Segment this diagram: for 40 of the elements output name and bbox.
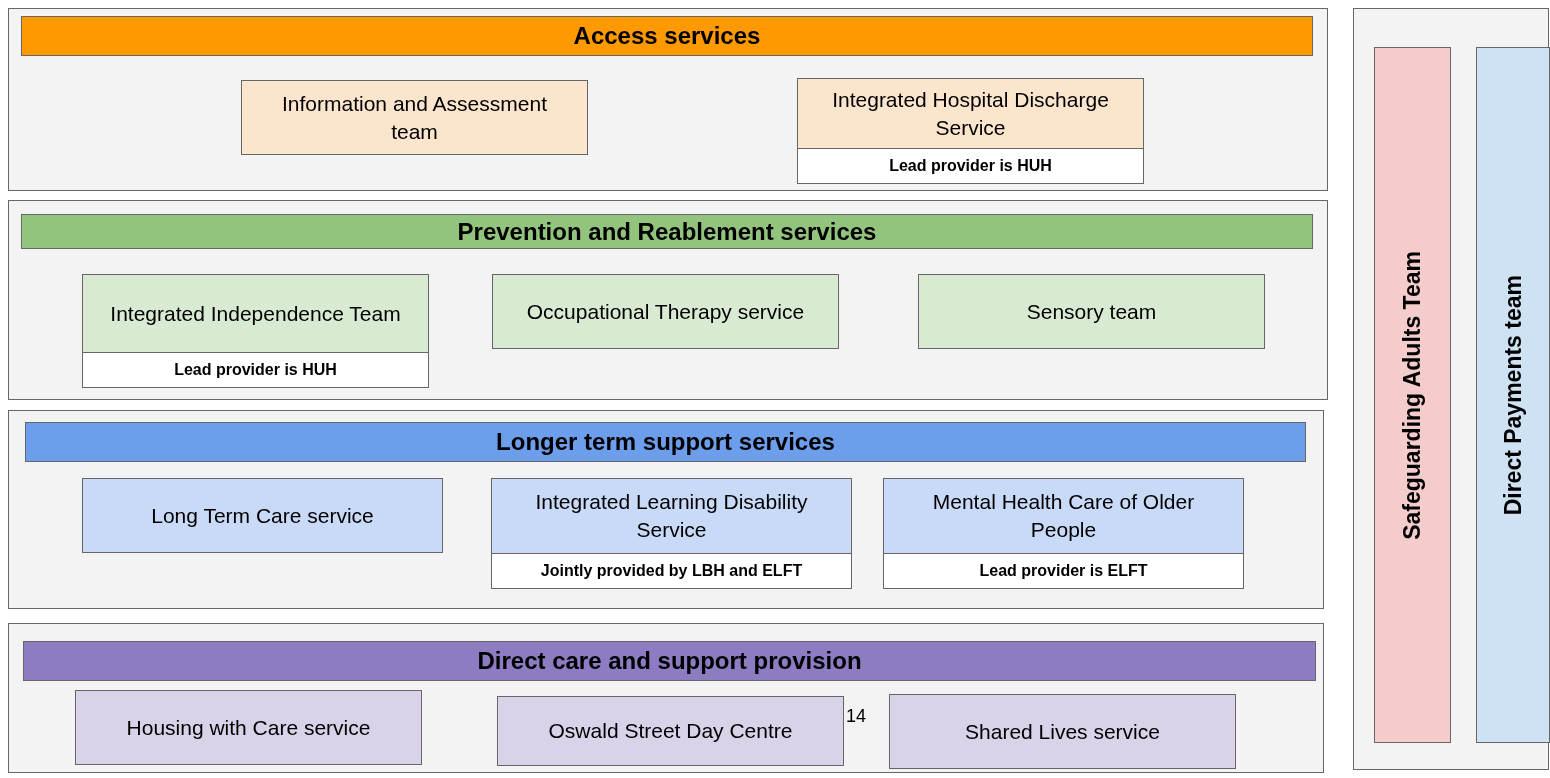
page-number: 14 xyxy=(846,706,867,727)
service-name: Integrated Hospital Discharge Service xyxy=(831,86,1110,141)
service-name: Integrated Independence Team xyxy=(109,300,402,327)
provider-note: Lead provider is HUH xyxy=(798,148,1143,183)
section-panel xyxy=(8,8,1328,191)
service-card xyxy=(491,478,852,589)
side-panel xyxy=(1353,8,1549,770)
service-card xyxy=(797,78,1144,184)
service-card xyxy=(82,274,429,388)
service-card xyxy=(241,80,588,155)
provider-note: Lead provider is ELFT xyxy=(884,553,1243,588)
team-column xyxy=(1476,47,1550,743)
service-name: Information and Assessment team xyxy=(281,90,548,145)
section-header-bar: Access services xyxy=(21,16,1313,56)
service-card xyxy=(82,478,443,553)
section-header-bar: Direct care and support provision xyxy=(23,641,1316,681)
service-card xyxy=(889,694,1236,769)
section-panel xyxy=(8,410,1324,609)
section-header-bar: Prevention and Reablement services xyxy=(21,214,1313,249)
team-name: Direct Payments team xyxy=(1499,274,1527,516)
service-name: Occupational Therapy service xyxy=(525,298,806,325)
service-card xyxy=(918,274,1265,349)
team-name: Safeguarding Adults Team xyxy=(1399,250,1426,540)
service-card xyxy=(883,478,1244,589)
service-name: Oswald Street Day Centre xyxy=(547,718,794,744)
section-header-bar: Longer term support services xyxy=(25,422,1306,462)
service-card xyxy=(75,690,422,765)
service-name: Sensory team xyxy=(1025,298,1158,325)
service-card xyxy=(492,274,839,349)
service-name: Shared Lives service xyxy=(964,718,1161,745)
service-card xyxy=(497,696,844,766)
section-panel xyxy=(8,623,1324,773)
provider-note: Lead provider is HUH xyxy=(83,352,428,387)
section-panel xyxy=(8,200,1328,400)
provider-note: Jointly provided by LBH and ELFT xyxy=(492,553,851,588)
service-name: Housing with Care service xyxy=(125,714,372,741)
team-column xyxy=(1374,47,1451,743)
service-name: Mental Health Care of Older People xyxy=(931,489,1196,543)
service-name: Long Term Care service xyxy=(150,502,375,529)
service-name: Integrated Learning Disability Service xyxy=(534,489,809,543)
